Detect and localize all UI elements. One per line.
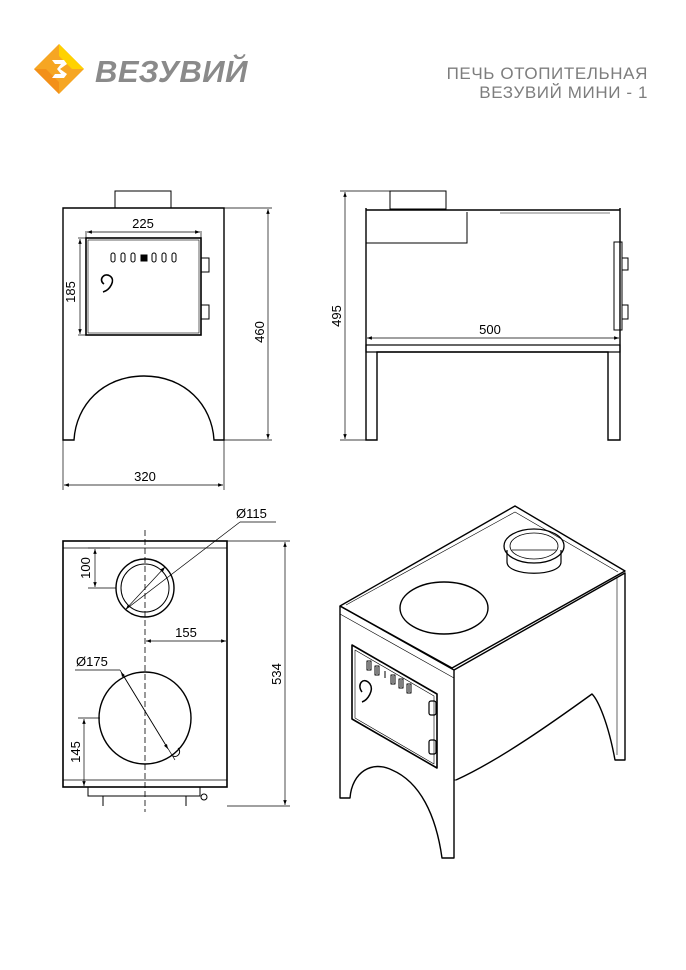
top-hob-diameter-label: Ø175	[76, 654, 108, 669]
side-hinge-bottom	[621, 304, 629, 320]
iso-door	[351, 644, 438, 769]
iso-door-vents	[366, 660, 412, 694]
iso-top-face	[339, 505, 626, 669]
side-view	[365, 190, 629, 441]
front-flue-pipe	[114, 190, 172, 209]
side-dimensions	[340, 190, 619, 441]
top-hob-offset-label: 145	[68, 741, 83, 763]
top-length-label: 534	[269, 663, 284, 685]
side-hinge-top	[621, 257, 629, 271]
iso-flue-top	[503, 528, 565, 564]
document-title: ПЕЧЬ ОТОПИТЕЛЬНАЯ ВЕЗУВИЙ МИНИ - 1	[447, 64, 648, 102]
front-door-height-label: 185	[63, 281, 78, 303]
isometric-view	[339, 505, 626, 859]
front-door-vents	[110, 252, 177, 263]
top-center-offset-label: 155	[175, 625, 197, 640]
front-door-width-label: 225	[132, 216, 154, 231]
side-height-label: 495	[329, 305, 344, 327]
front-body	[62, 207, 225, 441]
front-hinge-bottom	[200, 304, 210, 320]
title-line-1: ПЕЧЬ ОТОПИТЕЛЬНАЯ	[446, 64, 648, 83]
iso-hob	[399, 581, 489, 635]
top-dimensions	[75, 521, 290, 807]
front-hinge-top	[200, 257, 210, 273]
iso-hinge-bottom	[428, 739, 437, 755]
front-width-label: 320	[134, 469, 156, 484]
side-bottom-plate	[365, 344, 621, 353]
front-door	[85, 237, 202, 336]
side-flue-pipe	[389, 190, 447, 210]
front-door-handle	[100, 274, 114, 293]
top-flue-diameter-label: Ø115	[236, 506, 267, 521]
front-dimensions	[62, 207, 272, 490]
header: ВЕЗУВИЙ ПЕЧЬ ОТОПИТЕЛЬНАЯ ВЕЗУВИЙ МИНИ -…	[0, 0, 686, 120]
brand-name: ВЕЗУВИЙ	[95, 54, 248, 89]
iso-hinge-top	[428, 700, 437, 716]
iso-front-face	[339, 605, 455, 859]
title-line-2: ВЕЗУВИЙ МИНИ - 1	[479, 83, 648, 102]
brand-logo-icon	[34, 44, 84, 94]
iso-right-face	[453, 572, 626, 781]
iso-door-handle	[359, 680, 373, 703]
top-flue-offset-label: 100	[78, 557, 93, 579]
front-height-label: 460	[252, 321, 267, 343]
front-view	[62, 190, 225, 441]
side-depth-label: 500	[479, 322, 501, 337]
